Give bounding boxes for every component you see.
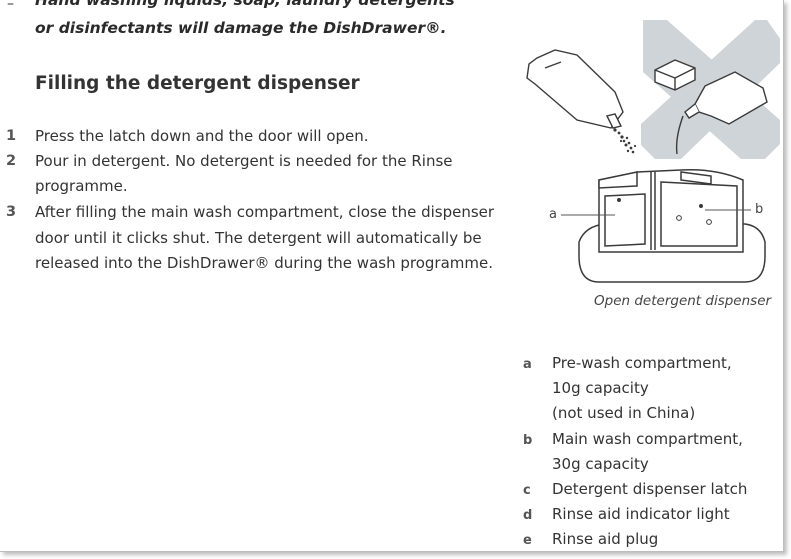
manual-page: – Hand washing liquids, soap, laundry de… bbox=[0, 0, 784, 552]
callout-a-label: a bbox=[549, 207, 557, 222]
powder-granules bbox=[613, 128, 637, 154]
step-text: After filling the main wash compartment,… bbox=[35, 203, 495, 221]
legend-text: Detergent dispenser latch bbox=[552, 480, 748, 498]
warning-line-1: Hand washing liquids, soap, laundry dete… bbox=[35, 0, 455, 9]
liquid-bottle-icon bbox=[675, 71, 768, 155]
section-heading: Filling the detergent dispenser bbox=[35, 73, 360, 94]
step-text: programme. bbox=[35, 177, 128, 195]
step-text: released into the DishDrawer® during the… bbox=[35, 254, 493, 272]
callout-b-label: b bbox=[755, 202, 764, 217]
detergent-tablet-icon bbox=[654, 59, 696, 91]
detergent-jug-icon bbox=[526, 49, 624, 129]
legend-text: Rinse aid indicator light bbox=[552, 505, 730, 523]
legend-letter: e bbox=[523, 533, 532, 548]
step-number: 1 bbox=[6, 128, 17, 144]
step-number: 3 bbox=[6, 204, 17, 220]
warning-dash: – bbox=[7, 0, 14, 12]
legend-letter: b bbox=[523, 433, 533, 448]
legend-text: Pre-wash compartment, bbox=[552, 354, 732, 372]
legend-text: Rinse aid plug bbox=[552, 530, 659, 548]
step-number: 2 bbox=[6, 153, 17, 169]
dispenser-body bbox=[578, 168, 766, 283]
step-text: Press the latch down and the door will o… bbox=[35, 127, 369, 145]
dispenser-detail-dots bbox=[617, 198, 712, 225]
dispenser-illustration bbox=[526, 20, 780, 283]
figure-caption: Open detergent dispenser bbox=[594, 293, 772, 309]
legend-text: (not used in China) bbox=[552, 404, 696, 422]
legend-text: Main wash compartment, bbox=[552, 430, 743, 448]
legend-letter: c bbox=[523, 483, 531, 498]
legend-text: 30g capacity bbox=[552, 455, 649, 473]
legend-text: 10g capacity bbox=[552, 379, 649, 397]
step-text: door until it clicks shut. The detergent… bbox=[35, 229, 482, 247]
legend-letter: a bbox=[523, 357, 532, 372]
warning-line-2: or disinfectants will damage the DishDra… bbox=[35, 19, 447, 37]
step-text: Pour in detergent. No detergent is neede… bbox=[35, 152, 453, 170]
legend-letter: d bbox=[523, 508, 533, 523]
